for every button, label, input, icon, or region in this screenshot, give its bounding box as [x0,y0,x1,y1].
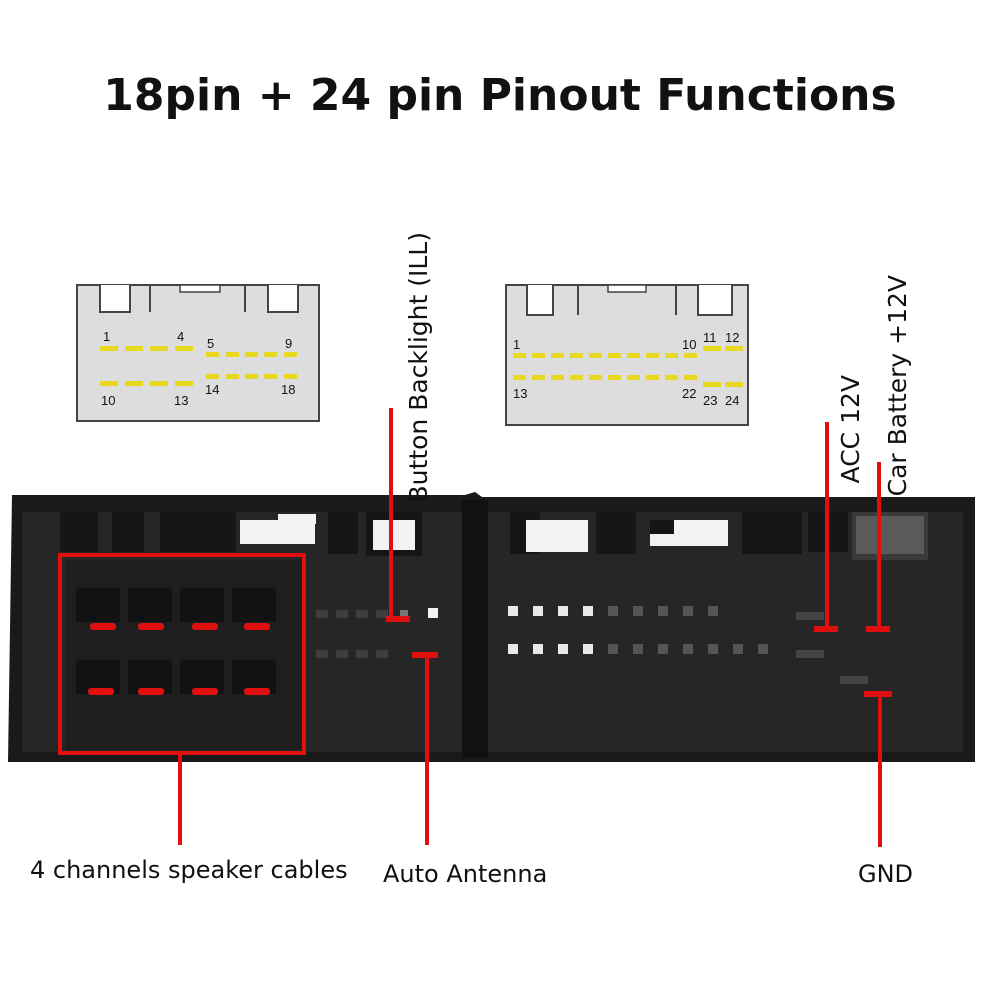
pin-highlight-acc [814,626,838,632]
pin-number: 1 [513,337,520,352]
pin-number: 1 [103,329,110,344]
pin-24-2 [532,353,545,358]
connector-18pin-diagram: 1 4 5 9 10 13 14 18 [76,284,320,422]
pin-24-8 [646,353,659,358]
pin-number: 23 [703,393,717,408]
pin-24-12 [725,346,743,351]
label-car-battery: Car Battery +12V [883,275,912,496]
pin-18-7 [245,352,258,357]
callout-lines [178,408,882,847]
page-title: 18pin + 24 pin Pinout Functions [103,70,896,121]
pin-24-1 [513,353,526,358]
pin-number: 11 [703,330,717,345]
pin-18-4 [175,346,193,351]
pin-18-16 [245,374,258,379]
pin-24-23 [703,382,721,387]
connector-24pin-diagram: 1 10 11 12 13 22 23 24 [505,284,749,426]
pin-18-15 [226,374,239,379]
pin-highlight-backlight [386,616,410,622]
pin-number: 12 [725,330,739,345]
pin-18-18 [284,374,297,379]
pin-24-24 [725,382,743,387]
label-speaker-cables: 4 channels speaker cables [30,856,348,884]
pin-24-15 [551,375,564,380]
pin-18-10 [100,381,118,386]
pin-number: 4 [177,329,184,344]
label-acc-12v: ACC 12V [836,375,865,483]
pin-18-17 [264,374,277,379]
pin-24-22 [684,375,697,380]
pin-number: 13 [174,393,188,408]
pin-24-4 [570,353,583,358]
pin-number: 9 [285,336,292,351]
pin-24-3 [551,353,564,358]
label-button-backlight: Button Backlight (ILL) [404,232,433,502]
pin-number: 13 [513,386,527,401]
pin-number: 18 [281,382,295,397]
pin-24-11 [703,346,721,351]
pin-24-9 [665,353,678,358]
pin-18-12 [150,381,168,386]
pin-24-16 [570,375,583,380]
connector-photo [8,492,975,762]
pin-number: 22 [682,386,696,401]
pin-24-19 [627,375,640,380]
pin-24-13 [513,375,526,380]
pin-18-2 [125,346,143,351]
pin-18-13 [175,381,193,386]
pin-18-1 [100,346,118,351]
pin-number: 5 [207,336,214,351]
pin-18-9 [284,352,297,357]
pin-18-14 [206,374,219,379]
pin-24-6 [608,353,621,358]
pin-24-10 [684,353,697,358]
pin-number: 24 [725,393,739,408]
pin-18-3 [150,346,168,351]
label-gnd: GND [858,860,913,888]
pin-number: 14 [205,382,219,397]
label-auto-antenna: Auto Antenna [383,860,547,888]
pin-18-11 [125,381,143,386]
speaker-section-box [58,553,306,755]
pin-24-14 [532,375,545,380]
pin-24-20 [646,375,659,380]
pin-24-18 [608,375,621,380]
pin-number: 10 [101,393,115,408]
pin-24-17 [589,375,602,380]
pin-highlight-battery [866,626,890,632]
pin-24-5 [589,353,602,358]
pin-24-7 [627,353,640,358]
pin-18-8 [264,352,277,357]
pin-number: 10 [682,337,696,352]
pin-18-6 [226,352,239,357]
pin-18-5 [206,352,219,357]
pin-24-21 [665,375,678,380]
